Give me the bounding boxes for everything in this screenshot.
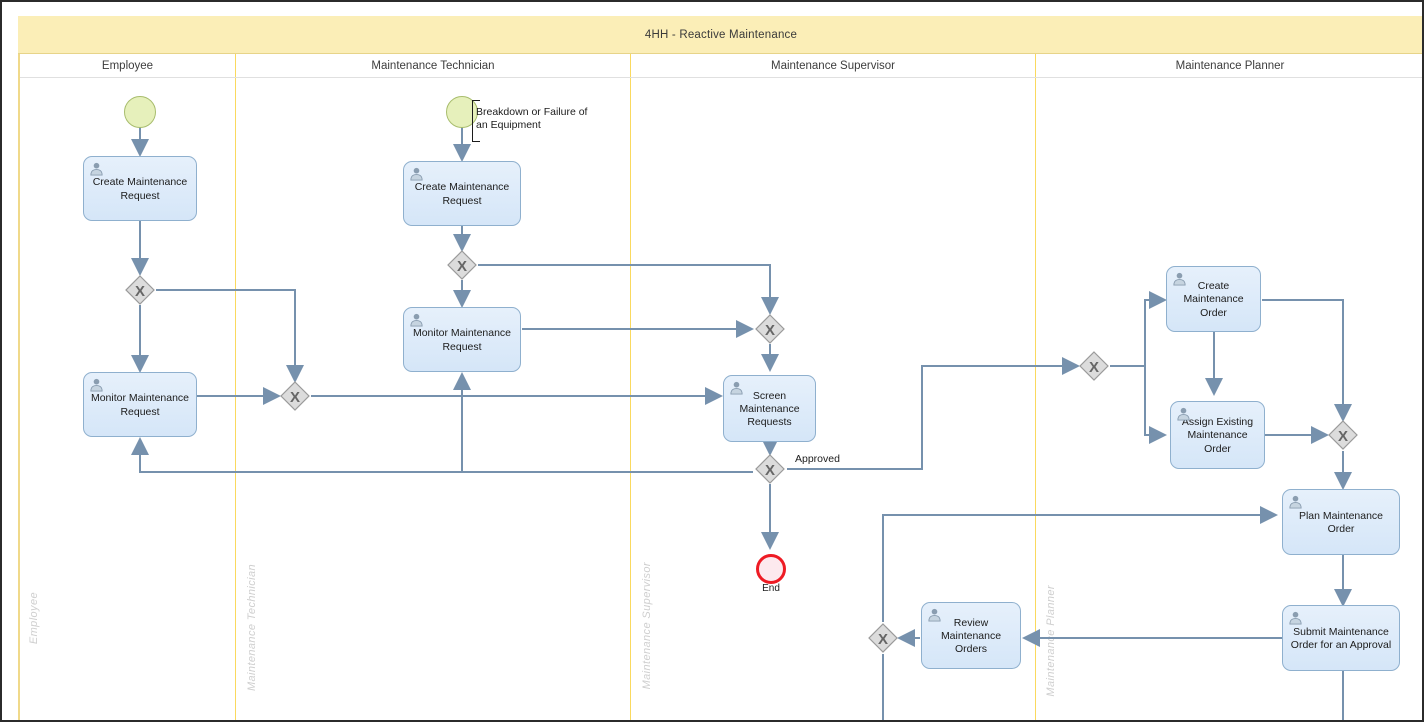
task-label: Create Maintenance Request [414,181,510,207]
user-task-icon [409,312,424,327]
lane-label-employee: Employee [101,60,154,72]
gateway-supervisor-review[interactable]: X [868,623,898,653]
lane-divider-1 [235,54,236,720]
lane-header-employee: Employee [20,55,235,77]
task-assign-existing-maintenance-order[interactable]: Assign Existing Maintenance Order [1170,401,1265,469]
task-label: Submit Maintenance Order for an Approval [1290,625,1392,651]
gateway-planner-join[interactable]: X [1328,420,1358,450]
task-create-maintenance-request-employee[interactable]: Create Maintenance Request [83,156,197,221]
svg-text:X: X [765,462,775,479]
user-task-icon [89,377,104,392]
task-label: Review Maintenance Orders [940,616,1002,656]
lane-watermark-supervisor: Maintenance Supervisor [641,562,653,690]
annotation-bracket [472,100,480,142]
svg-text:X: X [135,283,145,300]
gateway-employee-join[interactable]: X [280,381,310,411]
lane-watermark-employee: Employee [28,592,40,645]
start-event-employee[interactable] [124,96,156,128]
end-event-label: End [762,583,780,594]
lane-watermark-technician: Maintenance Technician [246,564,258,692]
task-label: Monitor Maintenance Request [90,392,190,418]
svg-text:X: X [878,631,888,648]
task-label: Create Maintenance Request [92,176,188,202]
task-create-maintenance-request-technician[interactable]: Create Maintenance Request [403,161,521,226]
task-screen-maintenance-requests[interactable]: Screen Maintenance Requests [723,375,816,442]
lane-label-supervisor: Maintenance Supervisor [770,60,895,72]
pool-title: 4HH - Reactive Maintenance [18,16,1422,54]
task-create-maintenance-order[interactable]: Create Maintenance Order [1166,266,1261,332]
user-task-icon [927,607,942,622]
user-task-icon [1288,494,1303,509]
lane-header-separator [20,77,1422,78]
user-task-icon [409,166,424,181]
svg-text:X: X [1089,359,1099,376]
task-plan-maintenance-order[interactable]: Plan Maintenance Order [1282,489,1400,555]
task-label: Monitor Maintenance Request [412,327,512,353]
task-monitor-maintenance-request-technician[interactable]: Monitor Maintenance Request [403,307,521,372]
gateway-supervisor-approved[interactable]: X [755,454,785,484]
lane-divider-2 [630,54,631,720]
lane-header-supervisor: Maintenance Supervisor [631,55,1035,77]
svg-text:X: X [290,389,300,406]
task-review-maintenance-orders[interactable]: Review Maintenance Orders [921,602,1021,669]
svg-text:X: X [457,258,467,275]
text-annotation-breakdown: Breakdown or Failure of an Equipment [476,106,588,132]
end-event-supervisor[interactable] [756,554,786,584]
lane-label-technician: Maintenance Technician [371,60,495,72]
user-task-icon [89,161,104,176]
lane-divider-3 [1035,54,1036,720]
flow-label-approved: Approved [795,453,840,465]
lane-label-planner: Maintenance Planner [1175,60,1285,72]
lane-header-planner: Maintenance Planner [1036,55,1422,77]
task-label: Create Maintenance Order [1183,280,1244,319]
task-label: Plan Maintenance Order [1298,509,1384,535]
gateway-employee-split[interactable]: X [125,275,155,305]
gateway-planner-split[interactable]: X [1079,351,1109,381]
svg-text:X: X [765,322,775,339]
user-task-icon [1288,610,1303,625]
lane-header-technician: Maintenance Technician [236,55,630,77]
user-task-icon [1176,406,1191,421]
process-pool [18,16,1422,720]
svg-text:X: X [1338,428,1348,445]
user-task-icon [1172,271,1187,286]
gateway-technician-split[interactable]: X [447,250,477,280]
gateway-supervisor-join[interactable]: X [755,314,785,344]
user-task-icon [729,380,744,395]
lane-watermark-planner: Maintenance Planner [1045,585,1057,697]
task-submit-maintenance-order-for-approval[interactable]: Submit Maintenance Order for an Approval [1282,605,1400,671]
task-monitor-maintenance-request-employee[interactable]: Monitor Maintenance Request [83,372,197,437]
task-label: Screen Maintenance Requests [739,389,800,429]
task-label: Assign Existing Maintenance Order [1181,416,1254,455]
